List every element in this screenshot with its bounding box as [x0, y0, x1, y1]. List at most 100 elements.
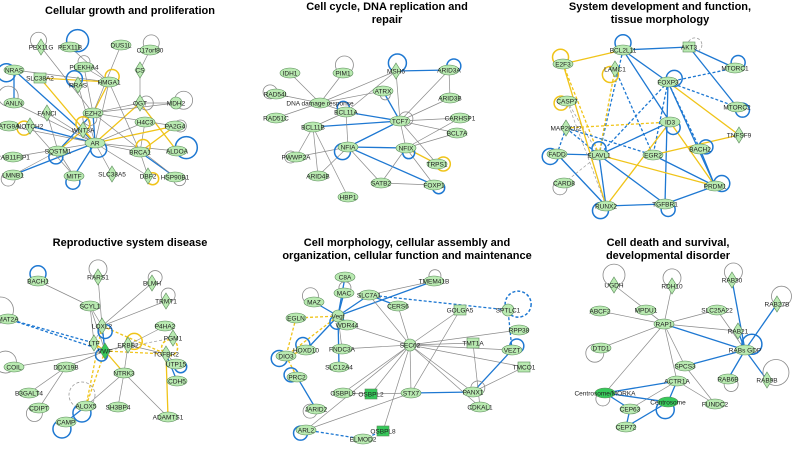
- node-label: BACH1: [27, 278, 49, 285]
- self-loop: [762, 359, 790, 386]
- node-ellipse: [107, 401, 129, 413]
- node-ellipse: [28, 402, 50, 414]
- node-label: P4HA2: [155, 323, 176, 330]
- edge: [94, 142, 149, 177]
- node-ellipse: [734, 344, 756, 356]
- edge: [472, 342, 481, 408]
- node-label: FNDC3A: [329, 346, 356, 353]
- edge: [347, 146, 382, 184]
- node-ellipse: [3, 64, 25, 76]
- edge: [565, 127, 654, 156]
- node-ellipse: [113, 367, 135, 379]
- node-label: TCF7: [392, 118, 409, 125]
- edge: [92, 112, 176, 127]
- node-ellipse: [469, 401, 491, 413]
- node-label: ARID3A: [437, 67, 461, 74]
- node-diamond: [134, 61, 146, 79]
- node-diamond: [77, 121, 89, 139]
- edge: [663, 323, 739, 332]
- edge: [409, 344, 481, 408]
- node-ellipse: [164, 171, 186, 183]
- node-label: GOLGA5: [447, 307, 474, 314]
- self-loop: [741, 333, 763, 355]
- node-label: MTORC2: [723, 104, 751, 111]
- node-label: COIL: [6, 364, 22, 371]
- self-loop: [601, 65, 620, 84]
- node-diamond: [146, 274, 158, 292]
- panel-title: Cell death and survival,: [607, 237, 730, 249]
- node-label: FADD: [548, 151, 566, 158]
- edge: [382, 344, 411, 432]
- node-label: MTORC1: [721, 65, 749, 72]
- node-label: PLEKHA4: [69, 64, 99, 71]
- node-label: FOXP3: [657, 79, 679, 86]
- node-label: PRDM1: [704, 183, 727, 190]
- node-label: PGM1: [164, 335, 183, 342]
- node-label: FOXP1: [423, 182, 445, 189]
- edge: [380, 147, 407, 184]
- edge: [731, 279, 746, 351]
- node-label: RARS1: [87, 274, 109, 281]
- node-ellipse: [657, 76, 679, 88]
- node-ellipse: [395, 142, 417, 154]
- node-diamond: [666, 277, 678, 295]
- node-diamond: [560, 119, 572, 137]
- node-label: ALOX5: [76, 403, 97, 410]
- node-ellipse: [134, 116, 156, 128]
- edge: [347, 146, 435, 186]
- node-label: SPTLC1: [496, 307, 521, 314]
- edge: [73, 142, 96, 177]
- node-label: PRC2: [288, 374, 306, 381]
- node-ellipse: [2, 151, 24, 163]
- node-label: TMT1A: [462, 340, 484, 347]
- node-ellipse: [307, 170, 329, 182]
- node-ellipse: [295, 424, 317, 436]
- node-ellipse: [546, 148, 568, 160]
- edge: [598, 154, 607, 207]
- edge: [108, 81, 141, 153]
- node-ellipse: [63, 170, 85, 182]
- node-label: WNT3A: [72, 127, 95, 134]
- node-label: PEX11B: [58, 44, 82, 51]
- node-ellipse: [704, 180, 726, 192]
- node-label: C8A: [339, 274, 352, 281]
- node-label: JARID2: [305, 406, 328, 413]
- node-label: SQSTM1: [45, 148, 72, 155]
- node-ellipse: [423, 179, 445, 191]
- edge: [409, 344, 513, 351]
- node-ellipse: [286, 371, 308, 383]
- node-ellipse: [449, 112, 471, 124]
- node-label: TMCO1: [513, 364, 536, 371]
- node-ellipse: [657, 396, 679, 408]
- edge: [370, 344, 411, 395]
- node-label: CS: [135, 67, 145, 74]
- node-ellipse: [333, 287, 355, 299]
- node-label: FANCI: [37, 110, 56, 117]
- node-label: TRMT1: [155, 298, 177, 305]
- node-ellipse: [82, 107, 104, 119]
- node-diamond: [761, 371, 773, 389]
- node-label: MAC: [337, 290, 352, 297]
- node-ellipse: [653, 318, 675, 330]
- node-ellipse: [590, 342, 612, 354]
- node-label: CARHSP1: [445, 115, 476, 122]
- node-label: UTP15: [166, 361, 187, 368]
- node-label: LOXL2: [92, 323, 113, 330]
- edge: [46, 112, 96, 144]
- self-loop: [771, 285, 792, 307]
- node-ellipse: [553, 177, 575, 189]
- edge: [684, 365, 716, 405]
- node-label: B3GALT4: [15, 390, 43, 397]
- edge: [598, 154, 716, 187]
- node-ellipse: [594, 387, 616, 399]
- edge: [101, 282, 153, 327]
- node-diamond: [88, 334, 100, 352]
- node-circle: [169, 96, 183, 110]
- node-label: RAD51C: [263, 115, 289, 122]
- node-label: PIM1: [335, 70, 351, 77]
- edge: [622, 49, 669, 83]
- node-ellipse: [666, 375, 688, 387]
- node-diamond: [41, 104, 53, 122]
- node-diamond: [160, 292, 172, 310]
- node-ellipse: [337, 191, 359, 203]
